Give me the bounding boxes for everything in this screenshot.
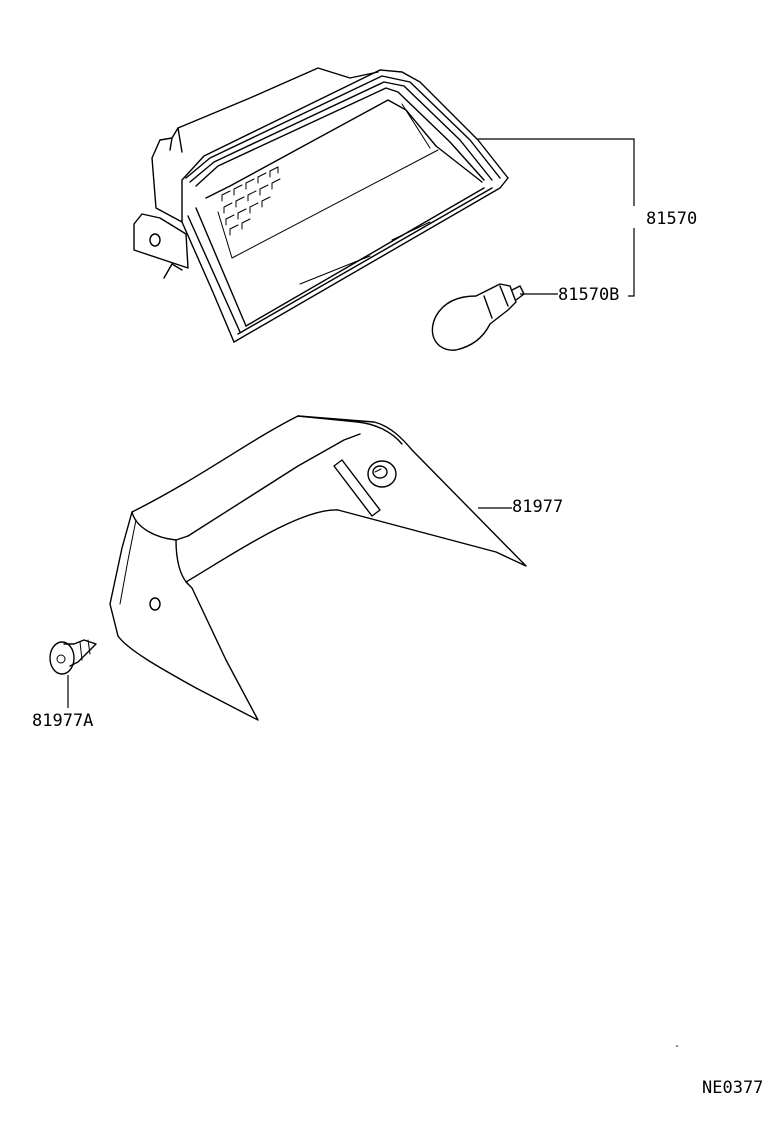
label-81570: 81570 [646, 209, 697, 229]
lamp-assembly-drawing [133, 67, 509, 343]
cover-drawing [109, 415, 527, 721]
label-81977a: 81977A [32, 711, 93, 731]
leader-81570 [478, 138, 635, 206]
speck [676, 1045, 678, 1047]
lens-grid-pattern [221, 166, 281, 236]
leader-lines [67, 138, 635, 708]
leader-81570-lower [628, 228, 635, 297]
bulb-drawing [431, 283, 525, 351]
label-81570b: 81570B [558, 285, 619, 305]
clip-drawing [49, 639, 97, 675]
label-81977: 81977 [512, 497, 563, 517]
diagram-code: NE0377 [702, 1078, 763, 1098]
